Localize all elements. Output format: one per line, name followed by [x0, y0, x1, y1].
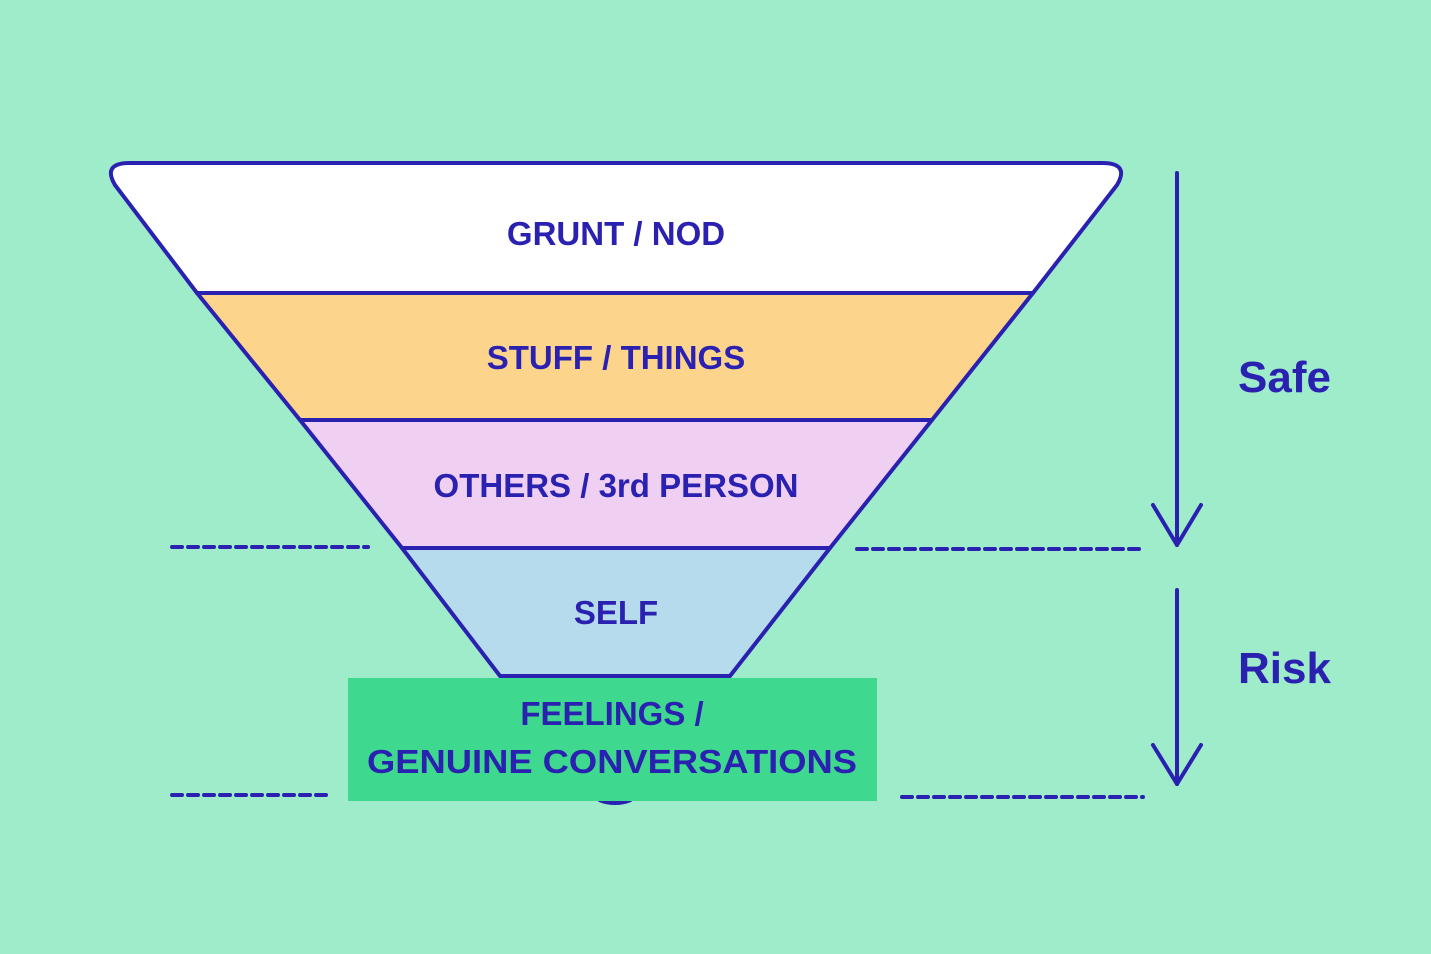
arrow-down-icon	[1151, 171, 1203, 547]
zone-label-risk: Risk	[1238, 644, 1331, 693]
arrow-down-icon	[1151, 588, 1203, 786]
layer-label-grunt-nod: GRUNT / NOD	[507, 215, 725, 252]
funnel-layer-self	[400, 546, 832, 678]
highlight-label-line1: FEELINGS /	[520, 695, 703, 732]
layer-label-self: SELF	[574, 594, 658, 631]
highlight-box	[348, 678, 877, 801]
layer-label-others: OTHERS / 3rd PERSON	[434, 467, 799, 504]
layer-label-stuff-things: STUFF / THINGS	[487, 339, 746, 376]
zone-label-safe: Safe	[1238, 353, 1331, 402]
highlight-label-line2: GENUINE CONVERSATIONS	[367, 743, 857, 780]
